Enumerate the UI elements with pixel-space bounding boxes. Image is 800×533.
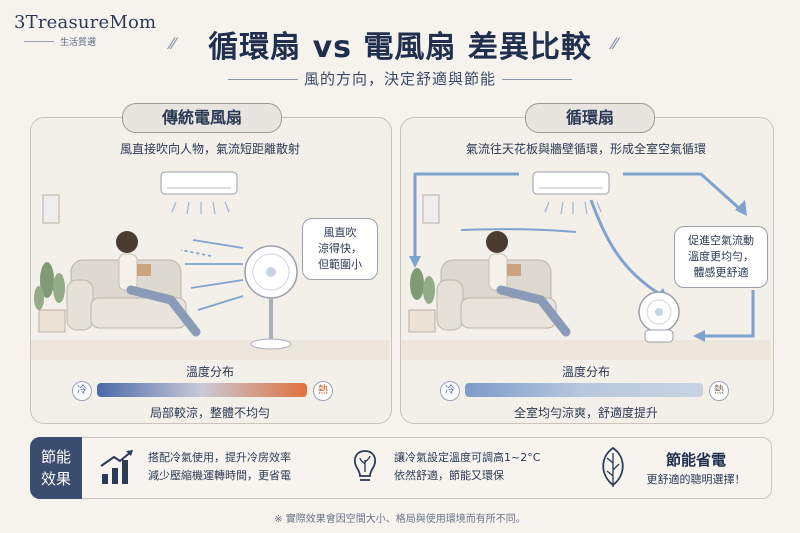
energy-item-1: 搭配冷氣使用，提升冷房效率 減少壓縮機運轉時間，更省電 xyxy=(148,451,291,482)
traditional-temp-desc: 局部較涼，整體不均勻 xyxy=(149,406,270,420)
cold-label: 冷 xyxy=(72,381,92,401)
hot-label: 熱 xyxy=(709,381,729,401)
picture-frame-icon xyxy=(42,194,60,224)
person-reading-icon xyxy=(116,231,201,337)
circulator-fan-description: 氣流往天花板與牆壁循環，形成全室空氣循環 xyxy=(465,142,706,156)
traditional-fan-title: 傳統電風扇 xyxy=(122,103,282,133)
subtitle-line-left xyxy=(228,79,298,80)
traditional-temp-title: 溫度分布 xyxy=(185,365,234,379)
page-title: 循環扇 vs 電風扇 差異比較 xyxy=(208,30,592,65)
person-reading-icon xyxy=(486,231,571,337)
brand-name: 3TreasureMom xyxy=(14,12,157,33)
eco-bulb-icon xyxy=(353,450,377,481)
circulator-temp-title: 溫度分布 xyxy=(561,365,610,379)
energy-highlight-sub: 更舒適的聰明選擇！ xyxy=(646,473,746,486)
circulation-arrows xyxy=(413,172,755,338)
title-deco-right-icon: ⁄⁄ xyxy=(612,34,618,53)
brand-tagline: 生活質選 xyxy=(14,35,156,48)
cold-label: 冷 xyxy=(440,381,460,401)
energy-item-2: 讓冷氣設定溫度可調高1~2°C 依然舒適，節能又環保 xyxy=(394,451,541,482)
circulator-temp-desc: 全室均勻涼爽，舒適度提升 xyxy=(513,406,658,420)
circulator-fan-icon xyxy=(638,291,680,343)
wind-arrows xyxy=(180,239,244,311)
leaf-icon xyxy=(602,446,624,487)
title-deco-left-icon: ⁄⁄ xyxy=(170,34,176,53)
air-conditioner-icon xyxy=(532,171,610,195)
brand-logo: 3TreasureMom 生活質選 xyxy=(14,12,156,48)
footnote: ※ 實際效果會因空間大小、格局與使用環境而有所不同。 xyxy=(274,514,526,525)
page-subtitle: 風的方向，決定舒適與節能 xyxy=(303,70,496,88)
traditional-fan-bubble: 風直吹 涼得快， 但範圍小 xyxy=(302,218,378,280)
plant-icon xyxy=(34,262,66,333)
plant-icon xyxy=(408,268,436,333)
air-conditioner-icon xyxy=(160,171,238,195)
circulator-temp-gradient xyxy=(465,383,703,397)
energy-highlight-title: 節能省電 xyxy=(665,451,726,469)
circulator-fan-title: 循環扇 xyxy=(525,103,655,133)
circulator-fan-bubble: 促進空氣流動 溫度更均勻， 體感更舒適 xyxy=(674,226,768,288)
traditional-fan-description: 風直接吹向人物，氣流短距離散射 xyxy=(119,142,300,156)
energy-saving-label: 節能 效果 xyxy=(30,437,82,499)
electric-fan-icon xyxy=(244,245,298,350)
growth-chart-icon xyxy=(100,450,133,484)
subtitle-line-right xyxy=(502,79,572,80)
picture-frame-icon xyxy=(422,194,440,224)
hot-label: 熱 xyxy=(313,381,333,401)
energy-saving-section xyxy=(30,437,772,499)
traditional-temp-gradient xyxy=(97,383,307,397)
